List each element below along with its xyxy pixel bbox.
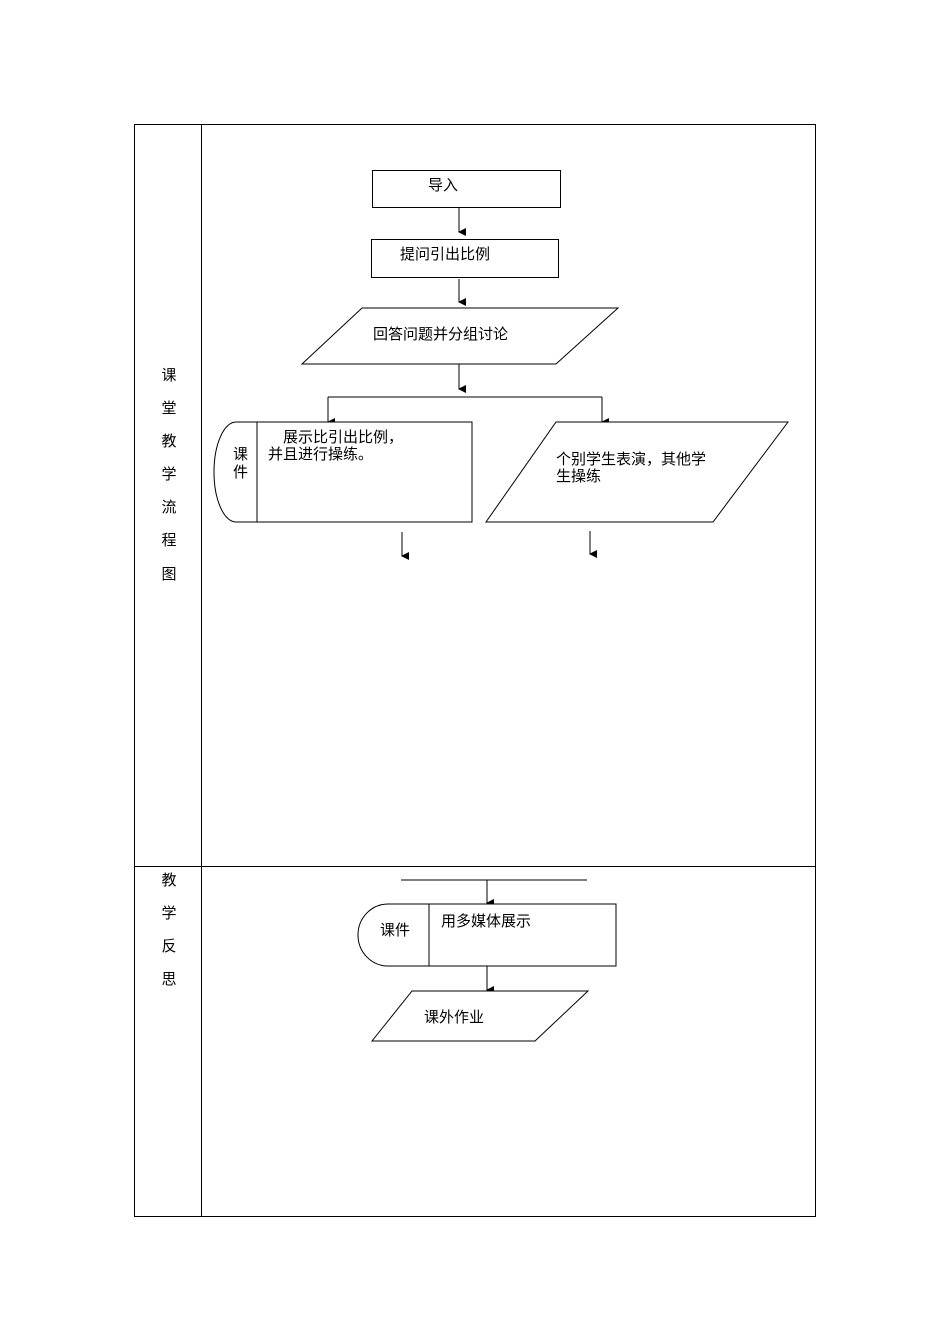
courseware-tab-char: 件 <box>233 463 249 481</box>
row1-label-char: 图 <box>161 565 177 583</box>
courseware-display-shape <box>213 421 473 523</box>
row1-label-char: 学 <box>161 465 177 483</box>
table-column-divider <box>201 124 202 1217</box>
courseware-tab-char: 课 <box>233 445 249 463</box>
courseware-display-text-line1: 展示比引出比例， <box>283 428 404 446</box>
discuss-parallelogram <box>300 307 620 365</box>
table-border-top <box>134 124 816 125</box>
row2-label-char: 反 <box>161 937 177 955</box>
row2-label-char: 教 <box>161 871 177 889</box>
multimedia-display-shape <box>357 903 617 967</box>
table-border-left <box>134 124 135 1217</box>
row1-label-char: 教 <box>161 432 177 450</box>
row1-label-char: 堂 <box>161 399 177 417</box>
student-practice-parallelogram <box>485 421 789 523</box>
homework-parallelogram <box>370 990 590 1042</box>
row2-label-char: 思 <box>161 970 177 988</box>
discuss-text: 回答问题并分组讨论 <box>373 325 509 343</box>
intro-text: 导入 <box>428 176 459 194</box>
table-border-right <box>815 124 816 1217</box>
student-practice-text-line1: 个别学生表演，其他学 <box>556 450 707 468</box>
row2-label-char: 学 <box>161 904 177 922</box>
courseware-display-text-line2: 并且进行操练。 <box>268 445 374 463</box>
multimedia-tab-text: 课件 <box>380 921 411 939</box>
intro-box <box>372 170 561 208</box>
question-text: 提问引出比例 <box>400 245 491 263</box>
row1-label-char: 课 <box>161 366 177 384</box>
row1-label-char: 程 <box>161 531 177 549</box>
row1-label-char: 流 <box>161 498 177 516</box>
question-box <box>371 239 559 278</box>
multimedia-display-text: 用多媒体展示 <box>441 912 532 930</box>
homework-text: 课外作业 <box>424 1008 485 1026</box>
student-practice-text-line2: 生操练 <box>556 467 602 485</box>
table-border-bottom <box>134 1216 816 1217</box>
table-row-divider <box>134 866 816 867</box>
